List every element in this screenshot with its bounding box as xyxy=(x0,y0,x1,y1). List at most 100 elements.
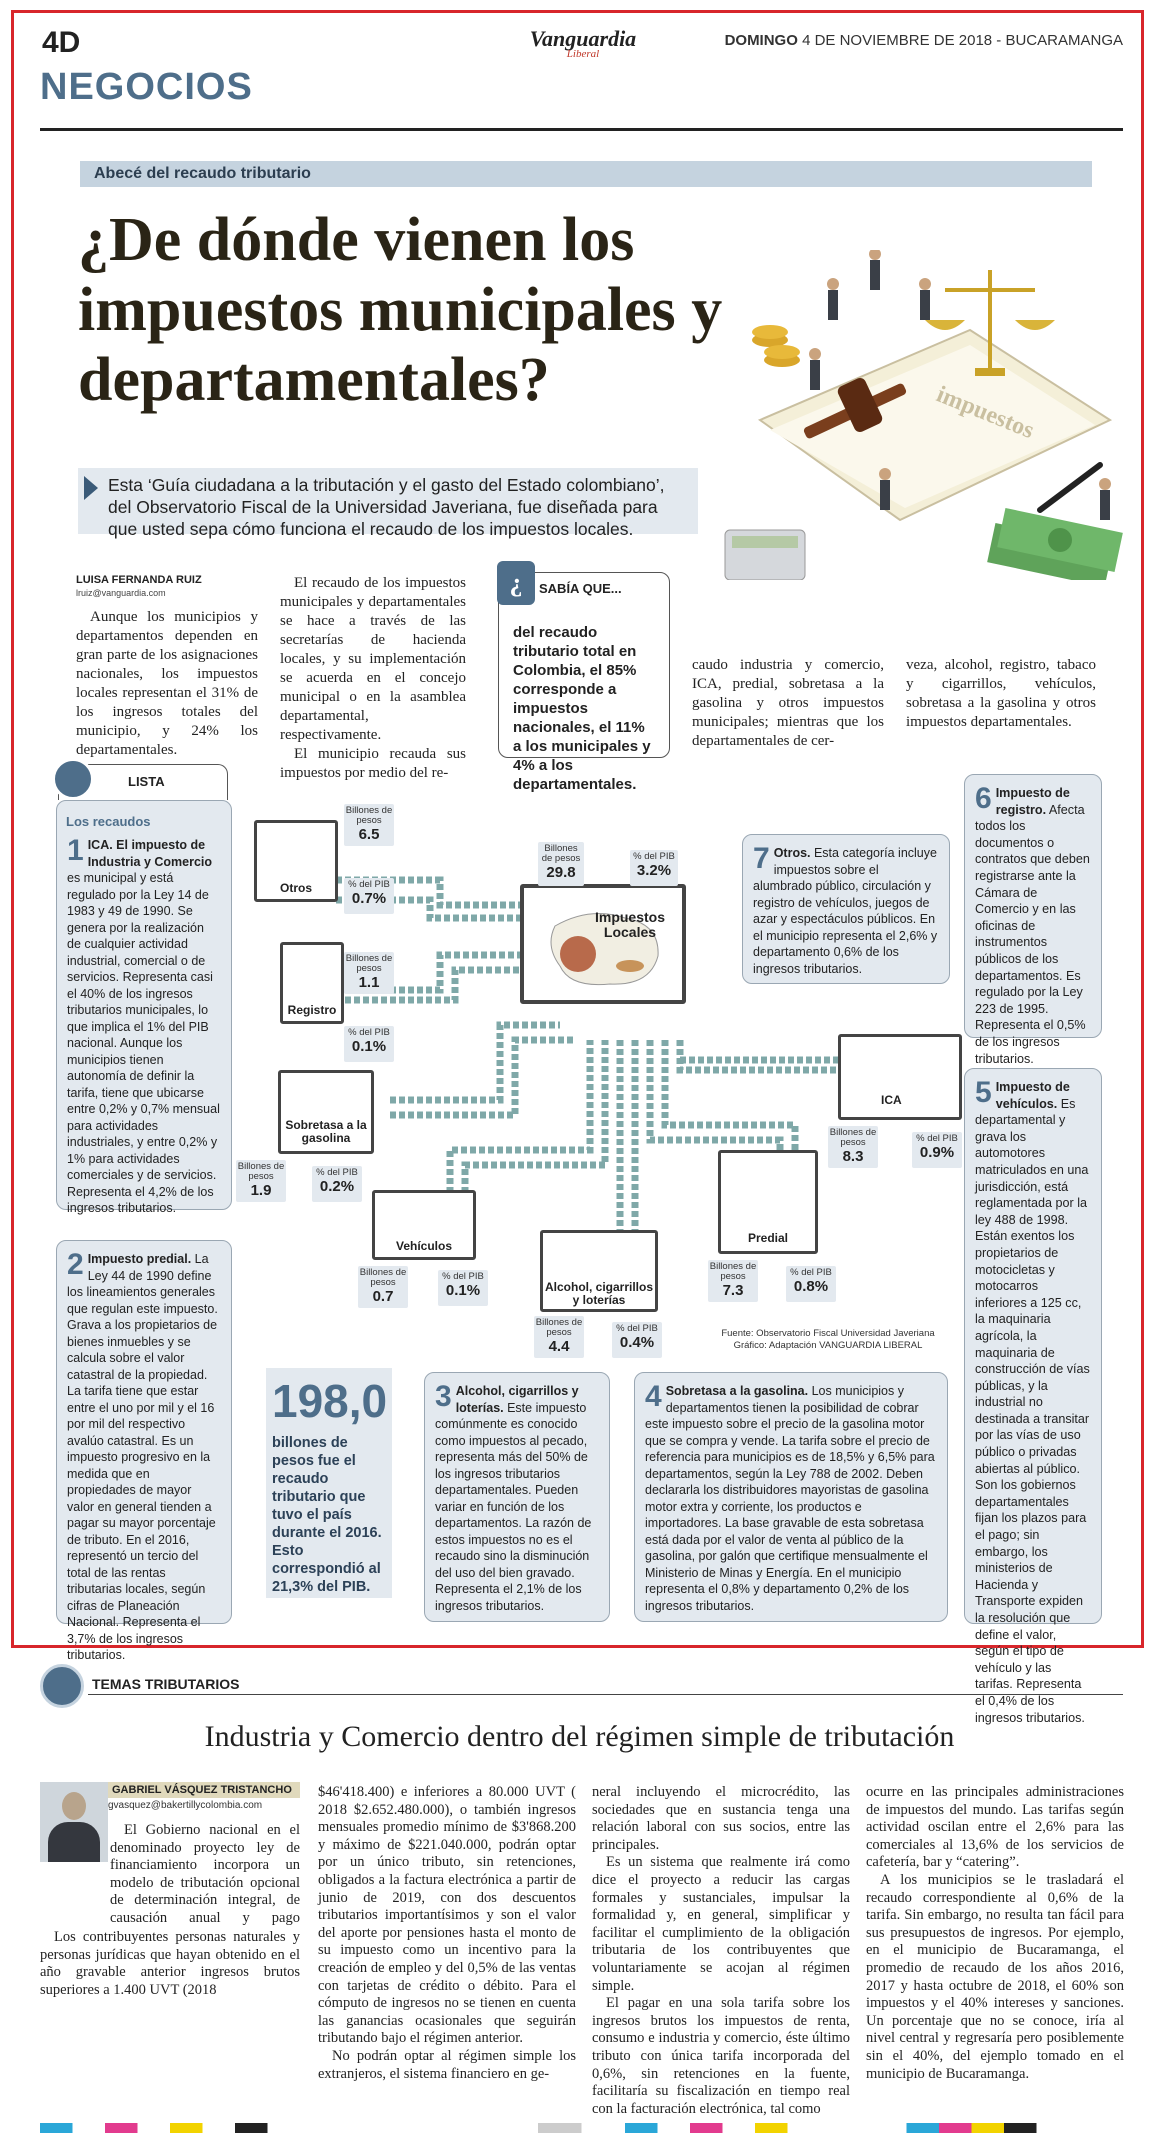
node-label: Registro xyxy=(287,1003,337,1017)
date-day: DOMINGO xyxy=(724,32,798,49)
box-text: es municipal y está regulado por la Ley … xyxy=(67,871,220,1215)
author-name: LUISA FERNANDA RUIZ xyxy=(76,574,202,586)
second-author-email: gvasquez@bakertillycolombia.com xyxy=(108,1800,263,1811)
newspaper-logo: Vanguardia Liberal xyxy=(528,26,638,60)
paragraph: El municipio recauda sus impuestos por m… xyxy=(280,746,466,781)
second-column-2: $46'418.400) e inferiores a 80.000 UVT (… xyxy=(318,1784,576,2083)
unit-label: Billones de pesos xyxy=(237,1161,285,1182)
unit-label: Billones de pesos xyxy=(345,953,393,974)
paragraph: caudo industria y comercio, ICA, predial… xyxy=(692,657,884,749)
paragraph: Es un sistema que realmente irá como dic… xyxy=(592,1854,850,1994)
paragraph: neral incluyendo el microcrédito, las so… xyxy=(592,1784,850,1853)
second-column-1b: Los contribuyentes personas naturales y … xyxy=(40,1929,300,1999)
second-column-3: neral incluyendo el microcrédito, las so… xyxy=(592,1784,850,2118)
second-author-name: GABRIEL VÁSQUEZ TRISTANCHO xyxy=(108,1782,300,1798)
ica-value: Billones de pesos 8.3 xyxy=(828,1126,878,1168)
header-rule xyxy=(40,128,1123,131)
value: 4.4 xyxy=(548,1338,570,1355)
node-label: Alcohol, cigarrillos y loterías xyxy=(544,1280,654,1307)
pib-label: % del PIB xyxy=(916,1133,958,1144)
otros-node: Otros xyxy=(254,820,338,902)
info-box-7: 7 Otros. Esta categoría incluye impuesto… xyxy=(742,834,950,984)
value: 8.3 xyxy=(842,1148,864,1165)
gavel-icon xyxy=(803,377,907,439)
predial-node: Predial xyxy=(718,1150,818,1254)
unit-label: Billones de pesos xyxy=(829,1127,877,1148)
pib-label: % del PIB xyxy=(348,879,390,890)
vehiculos-node: Vehículos xyxy=(372,1190,476,1260)
section-title: NEGOCIOS xyxy=(40,66,253,108)
calculator-icon xyxy=(724,529,806,580)
alcohol-value: Billones de pesos 4.4 xyxy=(534,1316,584,1358)
box-title: Alcohol, cigarrillos y loterías. xyxy=(455,1384,579,1415)
paragraph: ocurre en las principales administracion… xyxy=(866,1784,1124,1871)
source-line-2: Gráfico: Adaptación VANGUARDIA LIBERAL xyxy=(733,1340,923,1351)
vehiculos-value: Billones de pesos 0.7 xyxy=(358,1266,408,1308)
registro-pib: % del PIB 0.1% xyxy=(344,1026,394,1062)
body-column-2: El recaudo de los impuestos municipales … xyxy=(280,574,466,783)
box-title: Impuesto de vehículos. xyxy=(995,1080,1070,1111)
value: 1.1 xyxy=(358,974,380,991)
paragraph: Aunque los municipios y departamentos de… xyxy=(76,609,258,758)
value: 7.3 xyxy=(722,1282,744,1299)
value: 29.8 xyxy=(546,864,576,881)
paragraph: El Gobierno nacional en el denominado pr… xyxy=(110,1822,300,1929)
box-text: Es departamental y grava los automotores… xyxy=(975,1096,1090,1725)
box-title: Otros. xyxy=(773,846,811,860)
list-tab-label: LISTA xyxy=(128,774,165,789)
sobretasa-pib: % del PIB 0.2% xyxy=(312,1166,362,1202)
info-box-1: 1 ICA. El impuesto de Industria y Comerc… xyxy=(56,800,232,1215)
pib-label: % del PIB xyxy=(348,1027,390,1038)
box-title: Impuesto de registro. xyxy=(995,786,1070,817)
body-column-1: Aunque los municipios y departamentos de… xyxy=(76,608,258,760)
body-column-3: caudo industria y comercio, ICA, predial… xyxy=(692,656,884,751)
predial-value: Billones de pesos 7.3 xyxy=(708,1260,758,1302)
box-number: 2 xyxy=(67,1248,84,1281)
box-number: 4 xyxy=(645,1380,662,1413)
paragraph: Los contribuyentes personas naturales y … xyxy=(40,1929,300,1998)
pib-value: 0.8% xyxy=(793,1278,829,1295)
box-title: ICA. El impuesto de Industria y Comercio xyxy=(87,838,213,869)
date-rest: 4 DE NOVIEMBRE DE 2018 - BUCARAMANGA xyxy=(797,32,1123,49)
ica-pib: % del PIB 0.9% xyxy=(912,1132,962,1168)
paragraph: El pagar en una sola tarifa sobre los in… xyxy=(592,1995,850,2117)
paragraph: A los municipios se le trasladará el rec… xyxy=(866,1871,1124,2082)
node-label: Vehículos xyxy=(395,1239,453,1253)
print-color-bar xyxy=(40,2123,1123,2133)
section-rule xyxy=(88,1694,1123,1695)
pib-value: 0.9% xyxy=(919,1144,955,1161)
page-number: 4D xyxy=(42,26,81,59)
pib-value: 0.1% xyxy=(351,1038,387,1055)
info-box-5: 5 Impuesto de vehículos. Es departamenta… xyxy=(964,1068,1102,1725)
sobretasa-node: Sobretasa a la gasolina xyxy=(278,1070,374,1154)
scale-icon xyxy=(925,270,1055,376)
second-headline: Industria y Comercio dentro del régimen … xyxy=(204,1720,955,1753)
diagram-source: Fuente: Observatorio Fiscal Universidad … xyxy=(718,1328,938,1352)
author-email: lruiz@vanguardia.com xyxy=(76,588,166,598)
unit-label: Billones de pesos xyxy=(541,843,581,864)
pib-label: % del PIB xyxy=(616,1323,658,1334)
box-number: 1 xyxy=(67,834,84,867)
edition-date: DOMINGO 4 DE NOVIEMBRE DE 2018 - BUCARAM… xyxy=(725,32,1123,49)
local-taxes-label: Impuestos Locales xyxy=(594,909,665,940)
node-label: ICA xyxy=(881,1093,902,1107)
sobretasa-value: Billones de pesos 1.9 xyxy=(236,1160,286,1202)
box-text: Afecta todos los documentos o contratos … xyxy=(975,802,1090,1066)
predial-pib: % del PIB 0.8% xyxy=(786,1266,836,1302)
vehiculos-pib: % del PIB 0.1% xyxy=(438,1270,488,1306)
did-you-know-box: ¿ SABÍA QUE... del recaudo tributario to… xyxy=(497,561,670,793)
article-lead: Esta ‘Guía ciudadana a la tributación y … xyxy=(78,468,698,539)
alcohol-pib: % del PIB 0.4% xyxy=(612,1322,662,1358)
did-you-know-text: del recaudo tributario total en Colombia… xyxy=(513,624,651,793)
big-stat: 198,0 billones de pesos fue el recaudo t… xyxy=(266,1368,392,1598)
pib-value: 0.1% xyxy=(445,1282,481,1299)
source-line-1: Fuente: Observatorio Fiscal Universidad … xyxy=(721,1328,935,1339)
article-kicker: Abecé del recaudo tributario xyxy=(80,161,1092,187)
value: 6.5 xyxy=(358,826,380,843)
article-headline: ¿De dónde vienen los impuestos municipal… xyxy=(78,206,723,414)
pib-value: 0.4% xyxy=(619,1334,655,1351)
value: 1.9 xyxy=(250,1182,272,1199)
box-number: 3 xyxy=(435,1380,452,1413)
pib-label: % del PIB xyxy=(790,1267,832,1278)
